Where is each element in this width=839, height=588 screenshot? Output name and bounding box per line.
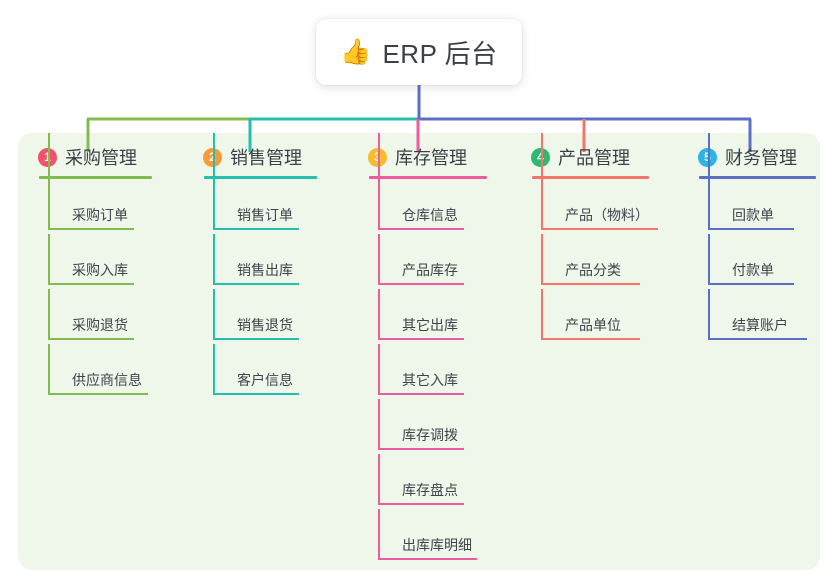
item-label: 出库库明细 (402, 537, 472, 553)
item-connector-stem (378, 289, 380, 340)
item-underline (48, 283, 134, 285)
item-connector-stem (48, 289, 50, 340)
item-connector-stem (48, 344, 50, 395)
root-node-content: 👍 ERP 后台 (340, 34, 497, 71)
item-underline (708, 283, 794, 285)
item-underline (541, 228, 658, 230)
column-title-1: 采购管理 (65, 148, 137, 168)
item-connector-stem (541, 234, 543, 285)
column-header-3[interactable]: 3 库存管理 (368, 144, 467, 170)
item-underline (378, 558, 477, 560)
column-badge-4: 4 (531, 147, 550, 167)
column-underline-5 (699, 176, 816, 179)
item-label: 销售订单 (237, 207, 293, 223)
item-connector-stem (378, 454, 380, 505)
item-underline (213, 393, 299, 395)
item-label: 产品分类 (565, 262, 621, 278)
column-badge-2: 2 (203, 147, 222, 167)
item-connector-stem (48, 234, 50, 285)
thumbs-up-icon: 👍 (340, 37, 372, 66)
item-label: 产品库存 (402, 262, 458, 278)
item-label: 其它入库 (402, 372, 458, 388)
item-label: 客户信息 (237, 372, 293, 388)
column-title-4: 产品管理 (558, 148, 630, 168)
item-connector-stem (378, 234, 380, 285)
item-label: 回款单 (732, 207, 774, 223)
item-connector-stem (378, 133, 380, 230)
item-underline (378, 448, 464, 450)
column-underline-4 (532, 176, 649, 179)
item-underline (378, 283, 464, 285)
item-connector-stem (378, 509, 380, 560)
root-node-card[interactable]: 👍 ERP 后台 (316, 19, 522, 85)
item-connector-stem (708, 133, 710, 230)
item-label: 销售退货 (237, 317, 293, 333)
item-underline (48, 338, 134, 340)
item-label: 仓库信息 (402, 207, 458, 223)
item-connector-stem (213, 344, 215, 395)
item-connector-stem (378, 344, 380, 395)
item-underline (213, 283, 299, 285)
column-title-2: 销售管理 (230, 148, 302, 168)
item-connector-stem (48, 133, 50, 230)
item-label: 销售出库 (237, 262, 293, 278)
item-label: 供应商信息 (72, 372, 142, 388)
column-badge-3: 3 (368, 147, 387, 167)
item-underline (378, 338, 464, 340)
item-underline (213, 228, 299, 230)
item-label: 采购退货 (72, 317, 128, 333)
column-header-1[interactable]: 1 采购管理 (38, 144, 137, 170)
item-connector-stem (541, 133, 543, 230)
column-header-4[interactable]: 4 产品管理 (531, 144, 630, 170)
item-label: 其它出库 (402, 317, 458, 333)
column-title-5: 财务管理 (725, 148, 797, 168)
item-connector-stem (708, 289, 710, 340)
item-underline (708, 338, 807, 340)
item-label: 库存盘点 (402, 482, 458, 498)
content-panel (18, 133, 820, 570)
item-underline (48, 228, 134, 230)
item-underline (378, 393, 464, 395)
item-connector-stem (541, 289, 543, 340)
column-underline-3 (369, 176, 487, 179)
item-label: 库存调拨 (402, 427, 458, 443)
item-label: 产品单位 (565, 317, 621, 333)
item-underline (378, 228, 464, 230)
item-connector-stem (378, 399, 380, 450)
item-label: 结算账户 (732, 317, 788, 333)
item-underline (541, 338, 640, 340)
item-underline (378, 503, 464, 505)
item-underline (213, 338, 299, 340)
column-title-3: 库存管理 (395, 148, 467, 168)
item-label: 采购入库 (72, 262, 128, 278)
item-label: 采购订单 (72, 207, 128, 223)
item-label: 付款单 (732, 262, 774, 278)
item-connector-stem (213, 234, 215, 285)
item-underline (541, 283, 640, 285)
column-header-5[interactable]: 5 财务管理 (698, 144, 797, 170)
column-underline-1 (39, 176, 152, 179)
column-badge-5: 5 (698, 147, 717, 167)
item-label: 产品（物料） (565, 207, 649, 223)
item-connector-stem (213, 133, 215, 230)
item-connector-stem (708, 234, 710, 285)
column-badge-1: 1 (38, 147, 57, 167)
root-node-title: ERP 后台 (382, 38, 498, 69)
item-underline (48, 393, 148, 395)
column-underline-2 (204, 176, 317, 179)
item-underline (708, 228, 794, 230)
column-header-2[interactable]: 2 销售管理 (203, 144, 302, 170)
item-connector-stem (213, 289, 215, 340)
